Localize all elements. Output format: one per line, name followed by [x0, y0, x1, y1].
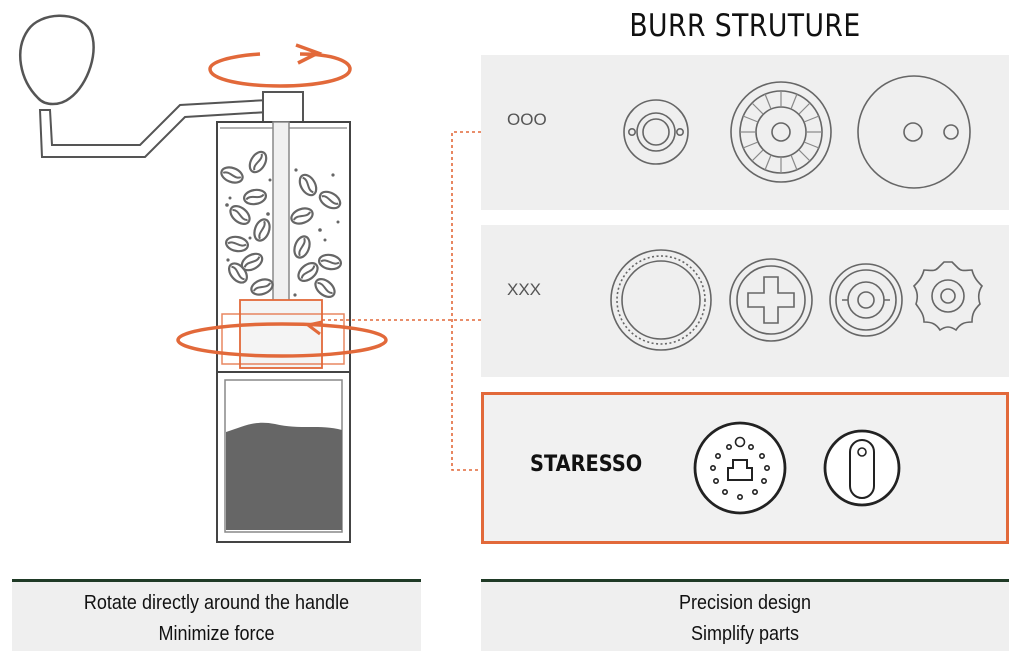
caption-right: Precision design Simplify parts [481, 579, 1009, 651]
coffee-beans [218, 147, 345, 302]
burr-panel-xxx [481, 225, 1009, 377]
caption-right-line-1: Precision design [678, 592, 812, 614]
caption-left-line-2: Minimize force [158, 623, 275, 645]
burr-label-ooo: OOO [507, 110, 547, 129]
burr-structure-title: BURR STRUTURE [629, 8, 861, 44]
burr-label-xxx: XXX [507, 280, 542, 299]
caption-left: Rotate directly around the handle Minimi… [12, 579, 421, 651]
grinder-body [216, 121, 351, 543]
handle-rotation-arrow [208, 43, 352, 88]
caption-left-line-1: Rotate directly around the handle [83, 592, 350, 614]
caption-right-line-2: Simplify parts [690, 623, 800, 645]
burr-rotation-arrow [176, 320, 388, 358]
burr-label-staresso: STARESSO [530, 452, 643, 477]
burr-panel-ooo [481, 55, 1009, 210]
ground-coffee [226, 422, 342, 530]
grinder-handle [19, 14, 304, 158]
